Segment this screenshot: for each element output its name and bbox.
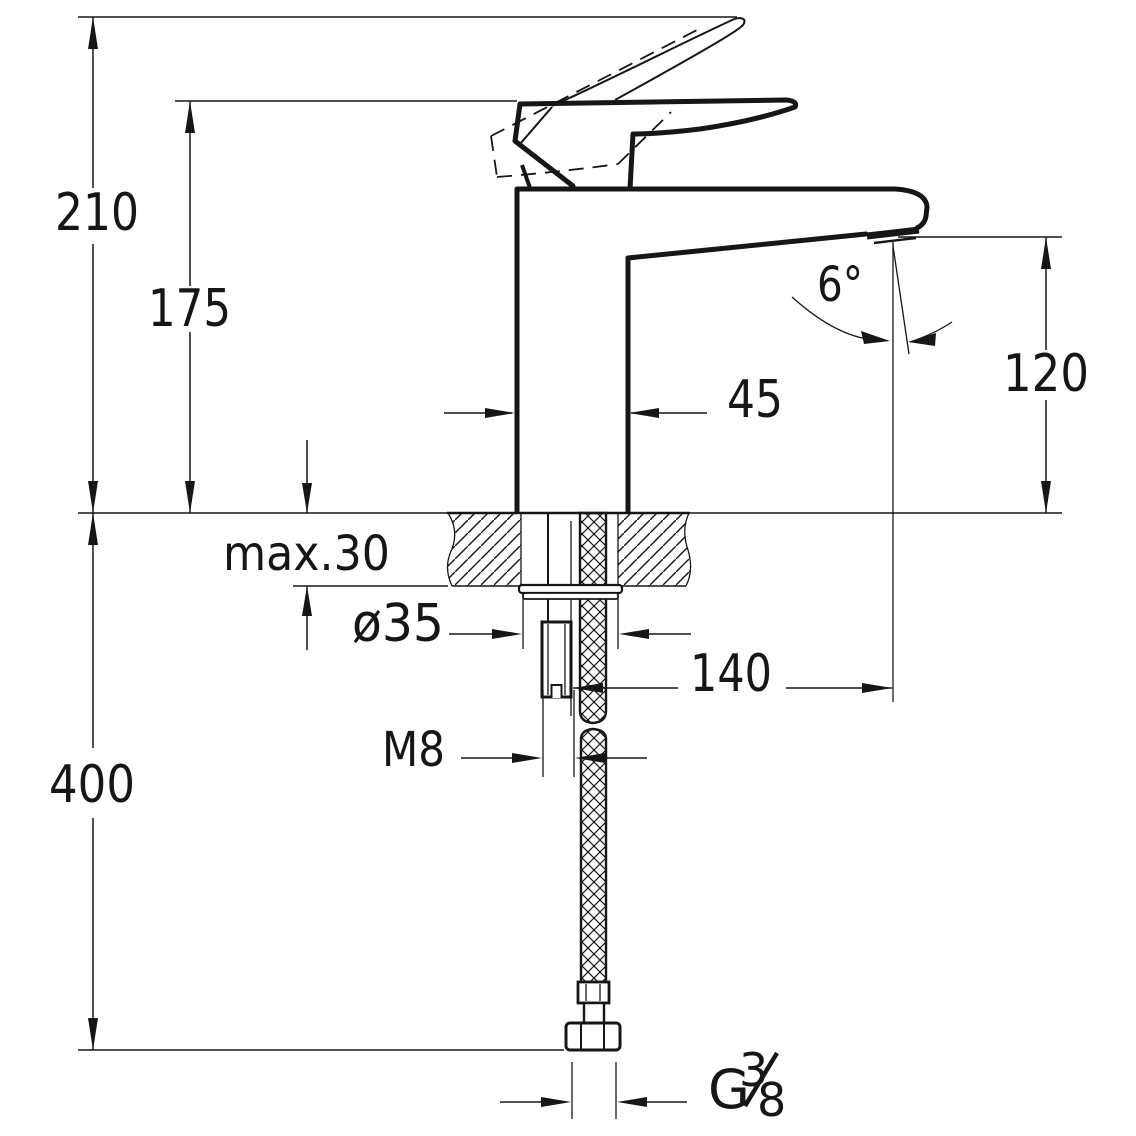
hole-edges	[520, 513, 619, 586]
hose-collar	[576, 980, 611, 1005]
dimension-400: 400	[49, 513, 135, 1050]
dimension-45: 45	[444, 370, 783, 430]
dimension-hole-diameter: ø35	[352, 594, 691, 654]
handle-raised-position	[490, 17, 746, 178]
flexible-hose	[578, 511, 608, 984]
dim-g38-fraction-slash	[743, 1051, 779, 1108]
spout-angle-line	[892, 245, 910, 355]
handle-pivot	[520, 164, 532, 189]
dimension-max30: max.30	[223, 440, 448, 650]
hose-end-fitting	[564, 980, 622, 1052]
raised-blade-outline	[551, 17, 746, 107]
spout-underside	[625, 231, 869, 261]
dim-175-label: 175	[148, 279, 231, 339]
dim-210-label: 210	[55, 183, 139, 243]
reference-lines	[78, 16, 1062, 1051]
counter-break-edge-left	[446, 512, 456, 587]
faucet-body	[514, 186, 930, 514]
dim-400-label: 400	[49, 755, 135, 815]
dim-max30-label: max.30	[223, 526, 390, 582]
dimension-210: 210	[55, 17, 139, 513]
connection-nut	[564, 1021, 622, 1052]
dim-g38-denominator: 8	[757, 1073, 786, 1127]
raised-blade-hidden-edge	[490, 27, 702, 137]
dim-g38-g: G	[708, 1058, 750, 1121]
spout-top	[514, 186, 930, 231]
dimension-120: 120	[1003, 237, 1089, 513]
dimension-175: 175	[148, 101, 231, 513]
counter-break-edge-right	[684, 512, 692, 587]
handle-blade	[517, 97, 799, 192]
dim-120-label: 120	[1003, 344, 1089, 404]
counter-section	[446, 511, 692, 587]
m8-stud	[540, 620, 573, 699]
dim-45-label: 45	[727, 370, 783, 430]
mounting-washer	[517, 583, 624, 600]
hose-neck	[582, 1001, 606, 1025]
dim-m8-label: M8	[382, 722, 445, 778]
dimension-g38: G 3 8	[500, 1043, 786, 1127]
dim-140-label: 140	[690, 644, 772, 704]
dimension-m8: M8	[382, 690, 647, 778]
dim-6deg-label: 6°	[817, 257, 863, 313]
dim-o35-label: ø35	[352, 594, 444, 654]
aerator	[866, 226, 920, 240]
dimension-140: 140	[573, 644, 892, 704]
dimension-6deg: 6°	[791, 257, 953, 346]
